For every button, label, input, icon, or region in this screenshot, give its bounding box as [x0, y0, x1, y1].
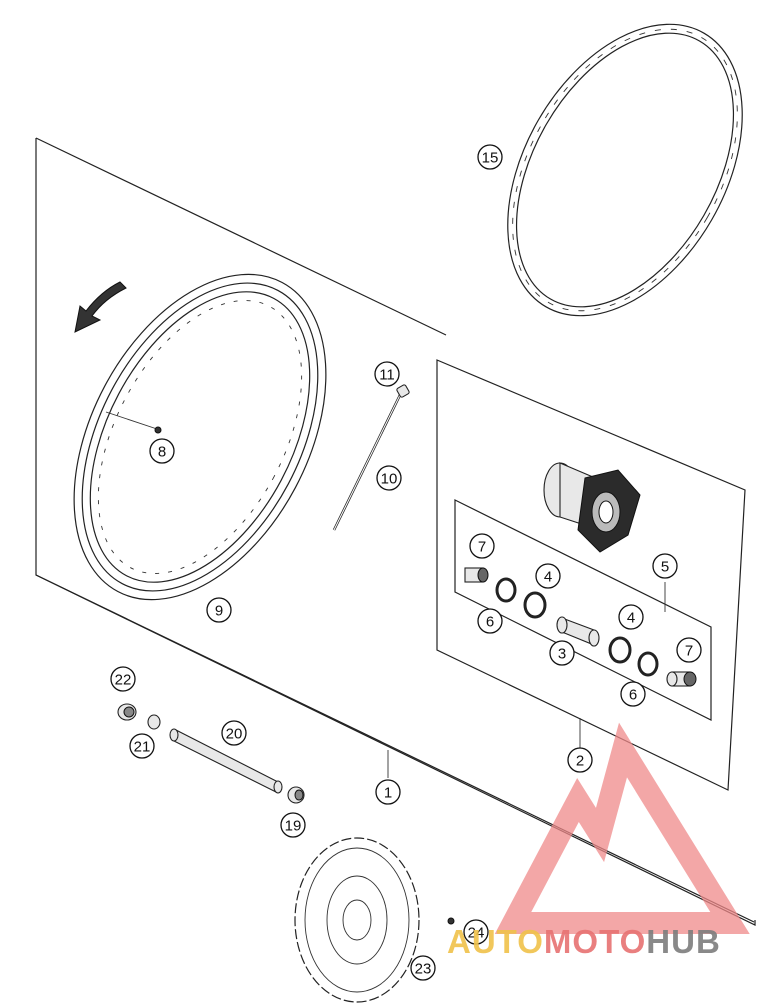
- callout-24: 24: [463, 919, 489, 945]
- spoke-10: [332, 394, 402, 531]
- callout-7b: 7: [676, 637, 702, 663]
- callout-15: 15: [477, 144, 503, 170]
- callout-3: 3: [549, 640, 575, 666]
- svg-text:11: 11: [379, 367, 395, 384]
- callout-20: 20: [221, 720, 247, 746]
- callout-4a: 4: [535, 563, 561, 589]
- callout-9: 9: [206, 597, 232, 623]
- svg-text:7: 7: [685, 643, 693, 660]
- watermark-text: AUTOMOTOHUB: [447, 922, 769, 962]
- rotation-arrow: [74, 281, 127, 333]
- svg-text:7: 7: [478, 539, 486, 556]
- disc-screw-24: [447, 917, 455, 925]
- assembly-frame-1: [35, 138, 756, 926]
- watermark-hub: HUB: [646, 923, 721, 960]
- collar-19: [287, 786, 305, 804]
- nipple-8: [154, 426, 162, 434]
- spoke-nipple-11: [396, 384, 410, 398]
- bushing-7a: [464, 567, 489, 583]
- bushing-7b: [666, 671, 697, 687]
- bearing-4b: [608, 636, 632, 664]
- watermark-moto: MOTO: [543, 923, 647, 960]
- callout-19: 19: [280, 812, 306, 838]
- svg-text:10: 10: [381, 471, 398, 488]
- svg-text:21: 21: [134, 739, 151, 756]
- callout-6b: 6: [620, 681, 646, 707]
- callout-8: 8: [149, 438, 175, 464]
- hub-assembly-frame-2: [436, 359, 746, 791]
- brake-disc-23: [294, 837, 420, 1003]
- callout-21: 21: [129, 733, 155, 759]
- callout-23: 23: [410, 955, 436, 981]
- callout-6a: 6: [477, 608, 503, 634]
- svg-text:5: 5: [661, 559, 669, 576]
- svg-text:23: 23: [415, 961, 432, 978]
- svg-text:2: 2: [576, 753, 584, 770]
- callout-5: 5: [652, 553, 678, 579]
- svg-text:19: 19: [285, 818, 302, 835]
- svg-text:15: 15: [482, 150, 499, 167]
- rim-9: [73, 273, 327, 601]
- svg-text:4: 4: [627, 610, 635, 627]
- spacer-sleeve-3: [556, 616, 600, 647]
- rim-tape-15: [507, 23, 743, 317]
- svg-text:6: 6: [486, 614, 494, 631]
- callout-1: 1: [375, 779, 401, 805]
- callout-11: 11: [374, 361, 400, 387]
- callout-4b: 4: [618, 604, 644, 630]
- watermark-auto: AUTO: [447, 923, 544, 960]
- callout-2: 2: [567, 747, 593, 773]
- svg-text:1: 1: [384, 785, 392, 802]
- nut-22: [117, 703, 137, 721]
- seal-6b: [637, 651, 659, 677]
- washer-21: [147, 714, 161, 730]
- svg-text:4: 4: [544, 569, 552, 586]
- callout-7a: 7: [469, 533, 495, 559]
- svg-text:24: 24: [468, 925, 485, 942]
- svg-text:20: 20: [226, 726, 243, 743]
- svg-text:9: 9: [215, 603, 223, 620]
- svg-text:22: 22: [115, 672, 132, 689]
- svg-text:3: 3: [558, 646, 566, 663]
- axle-20: [169, 728, 283, 794]
- svg-text:6: 6: [629, 687, 637, 704]
- callout-22: 22: [110, 666, 136, 692]
- seal-6a: [495, 577, 517, 603]
- automotohub-logo: [494, 722, 750, 934]
- bearing-4a: [523, 591, 547, 619]
- callout-10: 10: [376, 465, 402, 491]
- svg-text:8: 8: [158, 444, 166, 461]
- hub-body: [543, 462, 641, 553]
- bearing-set-frame-5: [454, 499, 712, 721]
